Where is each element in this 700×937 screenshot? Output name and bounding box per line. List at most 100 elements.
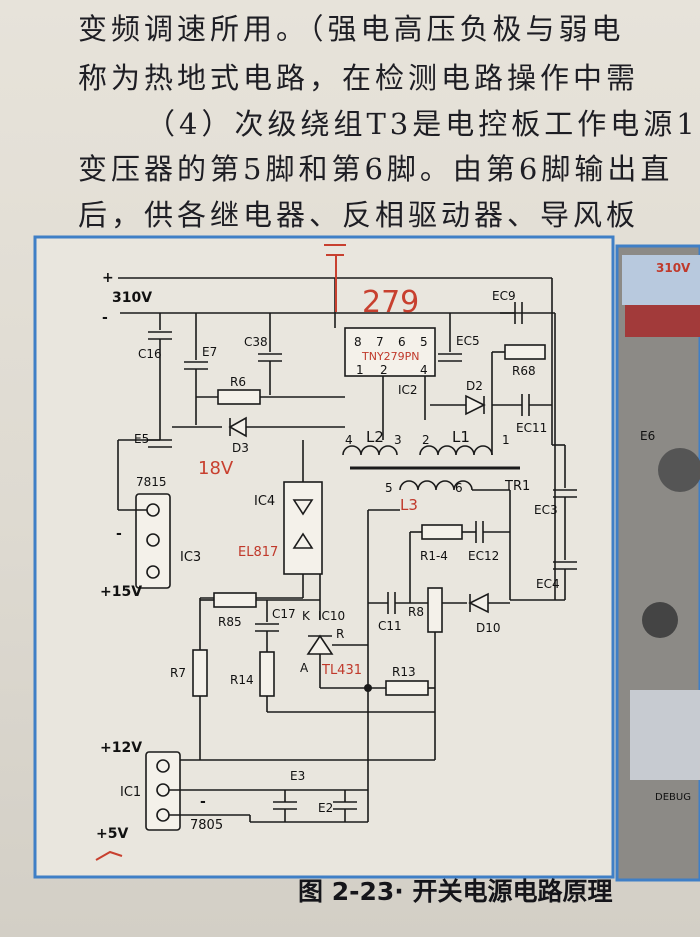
coil-l1	[419, 445, 493, 456]
body-text-line-1: 变频调速所用。（强电高压负极与弱电	[78, 12, 625, 46]
label-ic1: IC1	[120, 785, 141, 800]
label-l3: L3	[400, 496, 418, 514]
side-photo-capacitor	[658, 448, 700, 492]
coil-l1-pin: 2	[422, 433, 430, 447]
ic10-pin-k: K	[302, 609, 311, 623]
rail-minus-sign: -	[102, 310, 108, 326]
ic2-part-number: TNY279PN	[361, 350, 420, 363]
ic3-minus-sign: -	[116, 526, 122, 542]
label-r7: R7	[170, 666, 186, 680]
ic10-pin-a: A	[300, 661, 309, 675]
label-r14: R14	[230, 673, 254, 687]
label-r85: R85	[218, 615, 242, 629]
resistor-r7	[192, 649, 208, 697]
coil-l2-pin: 3	[394, 433, 402, 447]
label-ic3: IC3	[180, 550, 201, 565]
side-photo-red-component	[625, 305, 700, 337]
label-ic4: IC4	[254, 494, 275, 509]
side-photo-capacitor	[642, 602, 678, 638]
label-l2: L2	[366, 428, 384, 446]
regulator-pin	[156, 759, 170, 773]
label-c17: C17	[272, 607, 296, 621]
optocoupler-ic4	[283, 481, 323, 575]
body-text-line-4: 变压器的第5脚和第6脚。由第6脚输出直	[78, 152, 674, 186]
label-7805: 7805	[190, 818, 223, 833]
ic2-pin: 4	[420, 363, 428, 377]
resistor-r6	[217, 389, 261, 405]
label-ic2: IC2	[398, 383, 418, 397]
label-tl431: TL431	[321, 663, 362, 678]
ic2-pin: 8	[354, 335, 362, 349]
label-r68: R68	[512, 364, 536, 378]
label-plus-12v: +12V	[100, 740, 142, 756]
regulator-pin	[146, 533, 160, 547]
optocoupler-transistor	[292, 532, 314, 549]
side-photo-panel	[615, 244, 700, 882]
regulator-pin	[156, 808, 170, 822]
coil-l3	[399, 480, 473, 491]
regulator-pin	[146, 503, 160, 517]
coil-l2-pin: 4	[345, 433, 353, 447]
ic1-minus-sign: -	[200, 794, 206, 810]
label-r8: R8	[408, 605, 424, 619]
label-d2: D2	[466, 379, 483, 393]
resistor-r85	[213, 592, 257, 608]
regulator-pin	[146, 565, 160, 579]
label-tr1: TR1	[504, 479, 530, 494]
ic2-tny279pn	[344, 327, 436, 377]
body-text-line-3: （4）次级绕组T3是电控板工作电源12	[146, 107, 700, 141]
label-e5: E5	[134, 432, 149, 446]
label-r13: R13	[392, 665, 416, 679]
label-e7: E7	[202, 345, 217, 359]
coil-l2	[342, 445, 398, 456]
coil-l3-pin: 5	[385, 481, 393, 495]
label-d10: D10	[476, 621, 501, 635]
resistor-r13	[385, 680, 429, 696]
handwritten-279: 279	[362, 285, 419, 320]
coil-l1-pin: 1	[502, 433, 510, 447]
resistor-r1-4	[421, 524, 463, 540]
side-photo-label-e6: E6	[640, 429, 655, 443]
handwritten-18v: 18V	[198, 458, 234, 479]
label-c38: C38	[244, 335, 268, 349]
rail-plus-sign: +	[102, 270, 114, 286]
side-photo-label-debug: DEBUG	[655, 792, 691, 803]
ic2-top-pins: 8 7 6 5	[354, 335, 428, 349]
label-ec5: EC5	[456, 334, 480, 348]
label-c11: C11	[378, 619, 402, 633]
resistor-r14	[259, 651, 275, 697]
side-photo-label-310v: 310V	[656, 261, 691, 275]
label-ec3: EC3	[534, 503, 558, 517]
ic2-pin: 5	[420, 335, 428, 349]
ic2-pin: 1	[356, 363, 364, 377]
label-r6: R6	[230, 375, 246, 389]
diagram-frame	[33, 235, 615, 879]
regulator-pin	[156, 783, 170, 797]
body-text-line-5: 后，供各继电器、反相驱动器、导风板	[78, 198, 640, 232]
figure-caption: 图 2-23· 开关电源电路原理	[298, 877, 613, 906]
ic10-pin-r: R	[336, 627, 344, 641]
resistor-r8	[427, 587, 443, 633]
handwritten-arrow	[95, 850, 123, 861]
label-d3: D3	[232, 441, 249, 455]
label-ic10: IC10	[318, 609, 345, 623]
label-310v: 310V	[112, 290, 152, 306]
label-ec11: EC11	[516, 421, 547, 435]
label-c16: C16	[138, 347, 162, 361]
label-el817: EL817	[238, 545, 278, 560]
label-r1-4: R1-4	[420, 549, 448, 563]
label-e2: E2	[318, 801, 333, 815]
ic2-pin: 6	[398, 335, 406, 349]
body-text-line-2: 称为热地式电路，在检测电路操作中需	[78, 61, 640, 95]
optocoupler-led	[292, 499, 314, 516]
resistor-r68	[504, 344, 546, 360]
coil-l3-pin: 6	[455, 481, 463, 495]
label-l1: L1	[452, 428, 470, 446]
label-7815: 7815	[136, 475, 167, 489]
label-plus-5v: +5V	[96, 826, 128, 842]
label-ec9: EC9	[492, 289, 516, 303]
side-photo-board	[622, 255, 700, 305]
label-e3: E3	[290, 769, 305, 783]
